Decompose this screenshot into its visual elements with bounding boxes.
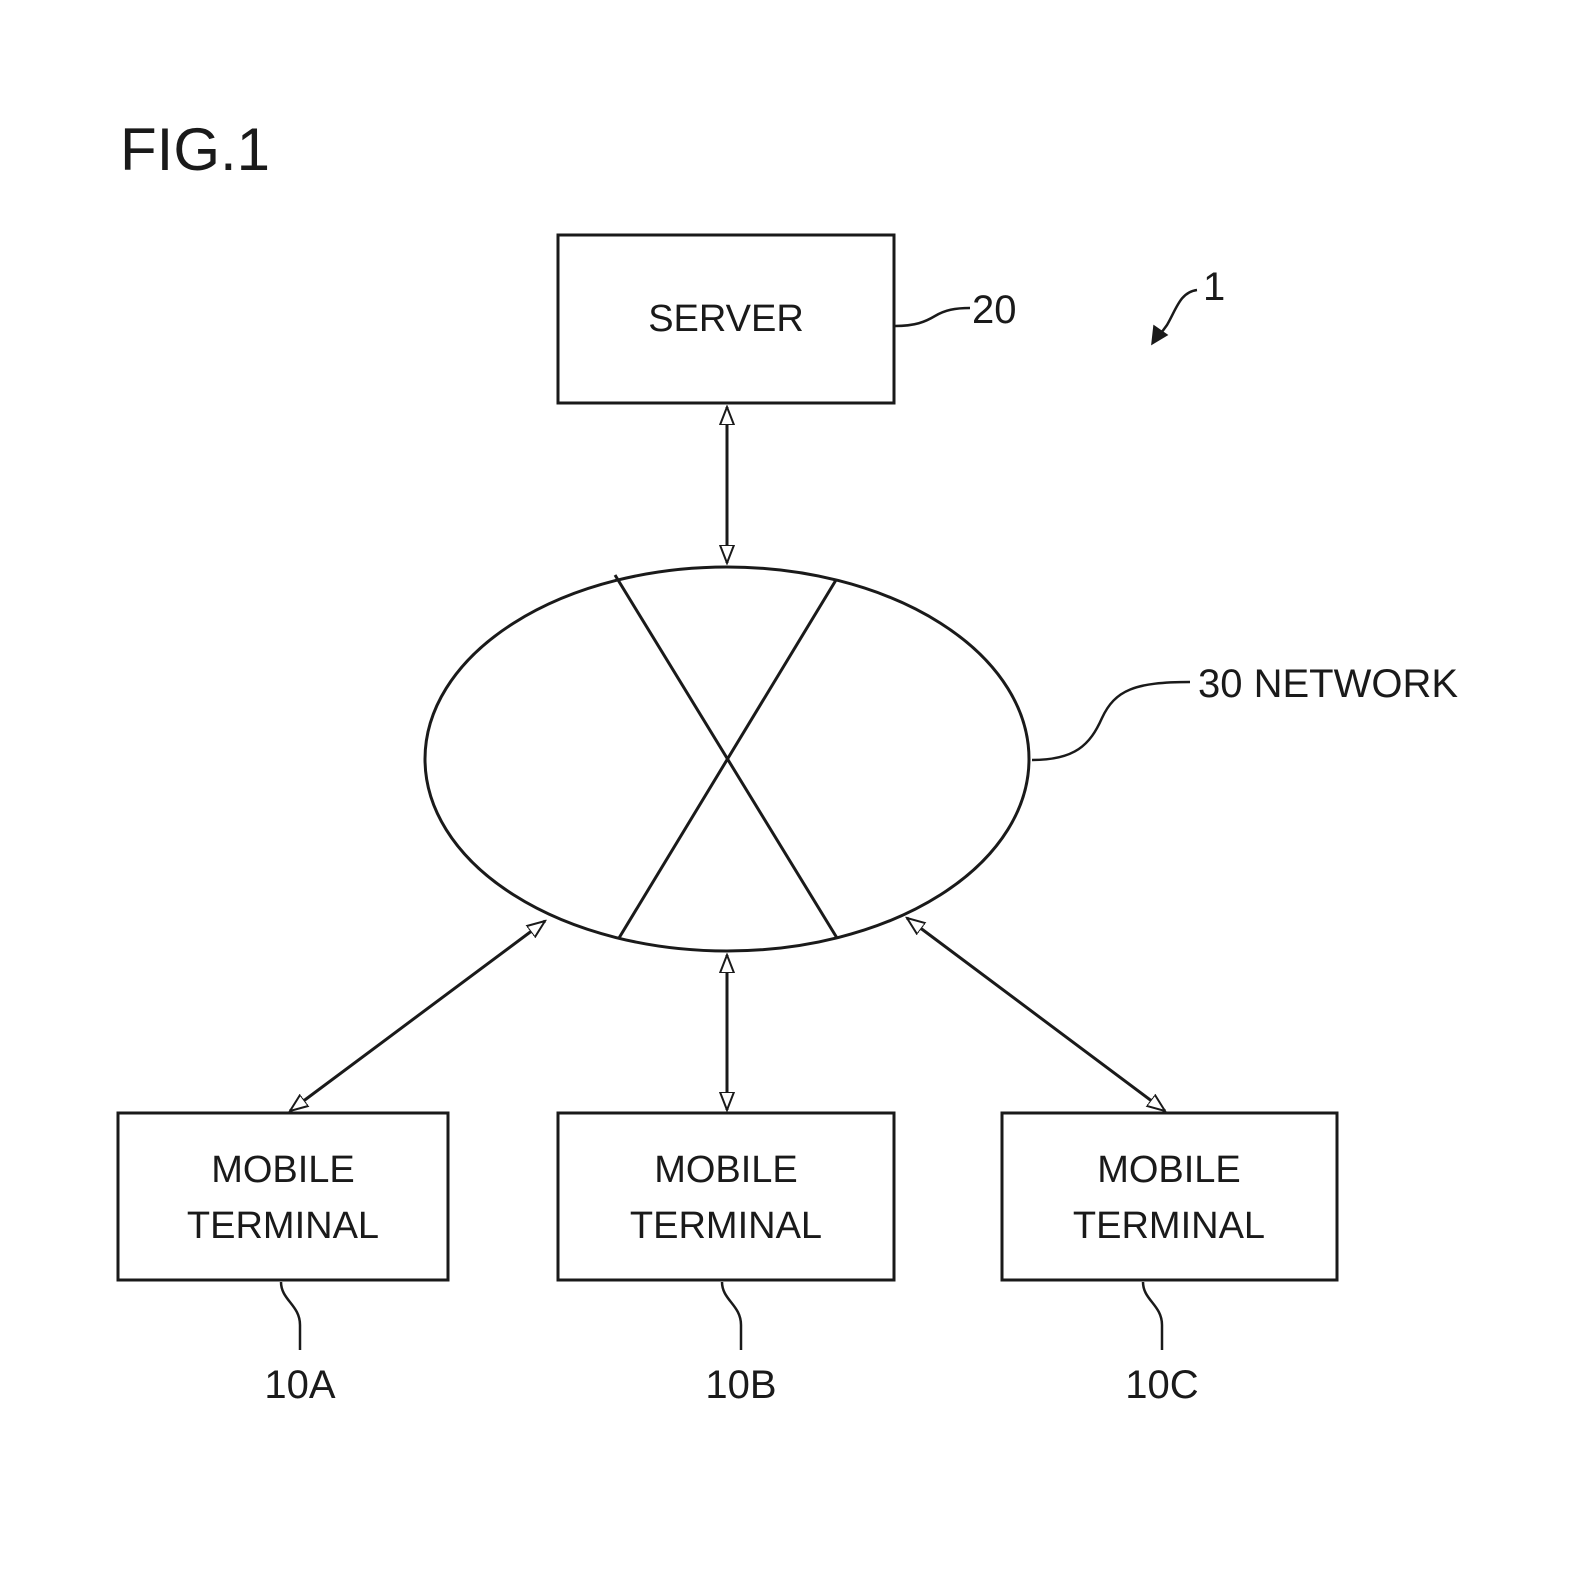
mobile-terminal-box: [118, 1113, 448, 1280]
mobile-terminal-box: [1002, 1113, 1337, 1280]
terminal-ref-leader: [722, 1282, 741, 1350]
network-ref-label: 30 NETWORK: [1198, 662, 1458, 706]
mobile-terminal-label-line2: TERMINAL: [630, 1205, 822, 1247]
mobile-terminal-label-line2: TERMINAL: [1073, 1205, 1265, 1247]
server-ref: 20: [895, 288, 1017, 332]
system-ref: 1: [1152, 265, 1225, 344]
terminal-ref-leader: [1143, 1282, 1162, 1350]
server-node: SERVER: [558, 235, 894, 403]
mobile-terminal-label-line1: MOBILE: [1097, 1149, 1241, 1191]
terminal-ref-label: 10C: [1125, 1363, 1198, 1407]
terminal-ref-label: 10A: [264, 1363, 335, 1407]
network-terminal-10a-arrow: [290, 921, 545, 1111]
mobile-terminal-label-line1: MOBILE: [654, 1149, 798, 1191]
network-terminal-10c-arrow: [907, 918, 1165, 1111]
mobile-terminal-10a: MOBILE TERMINAL 10A: [118, 1113, 448, 1407]
mobile-terminal-box: [558, 1113, 894, 1280]
network-ref-leader: [1032, 682, 1190, 760]
mobile-terminal-label-line1: MOBILE: [211, 1149, 355, 1191]
mobile-terminal-10b: MOBILE TERMINAL 10B: [558, 1113, 894, 1407]
network-cross-line-1: [615, 575, 837, 938]
system-ref-label: 1: [1203, 265, 1225, 309]
mobile-terminal-label-line2: TERMINAL: [187, 1205, 379, 1247]
network-node: [425, 567, 1029, 951]
terminal-ref-label: 10B: [705, 1363, 776, 1407]
figure-title: FIG.1: [120, 116, 270, 183]
server-ref-label: 20: [972, 288, 1017, 332]
server-ref-leader: [895, 308, 970, 326]
terminal-ref-leader: [281, 1282, 300, 1350]
mobile-terminal-10c: MOBILE TERMINAL 10C: [1002, 1113, 1337, 1407]
server-label: SERVER: [648, 298, 804, 340]
network-ref: 30 NETWORK: [1032, 662, 1458, 760]
